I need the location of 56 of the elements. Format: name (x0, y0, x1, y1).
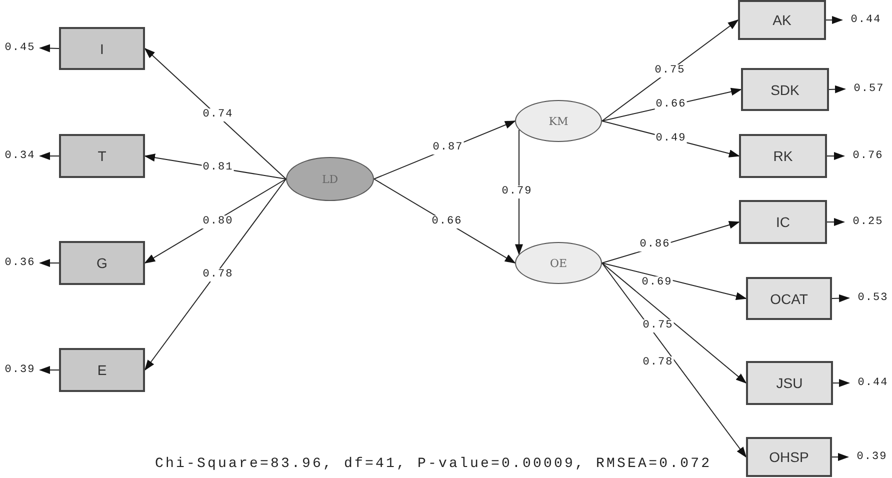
path-arrow (826, 16, 843, 24)
path-arrow (602, 262, 747, 300)
path-coefficient: 0.78 (202, 268, 234, 282)
path-arrow (144, 178, 286, 371)
error-variance-label: 0.39 (852, 450, 892, 464)
latent-variable-ellipse: KM (515, 100, 602, 142)
observed-variable-box: E (59, 348, 145, 392)
observed-variable-box: AK (738, 0, 826, 40)
path-coefficient: 0.80 (202, 216, 234, 228)
path-arrow (832, 294, 850, 302)
path-coefficient: 0.66 (654, 98, 688, 112)
path-arrow (602, 262, 747, 384)
path-arrow (602, 19, 739, 122)
path-coefficient: 0.74 (202, 108, 234, 122)
path-coefficient: 0.66 (430, 216, 464, 228)
error-variance-label: 0.45 (2, 41, 38, 55)
observed-variable-box: OHSP (746, 437, 832, 477)
observed-variable-box: RK (739, 134, 827, 178)
observed-variable-box: OCAT (746, 277, 832, 320)
path-arrow (826, 218, 845, 226)
error-variance-label: 0.76 (848, 149, 888, 163)
error-variance-label: 0.36 (2, 256, 38, 270)
observed-variable-box: G (59, 241, 145, 285)
observed-variable-box: SDK (741, 68, 829, 111)
path-arrow (602, 262, 747, 458)
path-coefficient: 0.86 (638, 238, 672, 252)
error-variance-label: 0.57 (849, 82, 889, 96)
latent-variable-ellipse: LD (286, 157, 374, 201)
path-arrow (826, 152, 845, 160)
observed-variable-box: I (59, 27, 145, 70)
error-variance-label: 0.25 (848, 215, 888, 229)
error-variance-label: 0.39 (2, 363, 38, 377)
path-arrow (39, 44, 60, 52)
observed-variable-box: T (59, 134, 145, 178)
latent-variable-ellipse: OE (515, 242, 602, 284)
fit-statistics-note: Chi-Square=83.96, df=41, P-value=0.00009, RMSEA=0.072 (155, 456, 712, 472)
error-variance-label: 0.44 (853, 376, 892, 390)
path-arrow (832, 453, 849, 461)
error-variance-label: 0.53 (853, 291, 892, 305)
error-variance-label: 0.44 (846, 13, 886, 27)
path-arrow (39, 366, 60, 374)
path-coefficient: 0.81 (202, 162, 234, 174)
path-coefficient: 0.87 (432, 142, 464, 154)
path-coefficient: 0.79 (500, 186, 534, 198)
path-coefficient: 0.75 (654, 64, 686, 78)
path-arrow (828, 85, 846, 94)
observed-variable-box: JSU (746, 361, 833, 405)
error-variance-label: 0.34 (2, 149, 38, 163)
path-arrow (832, 379, 850, 387)
path-arrow (39, 152, 60, 160)
path-coefficient: 0.49 (654, 132, 688, 146)
path-arrow (39, 259, 60, 267)
path-arrow (144, 48, 286, 180)
observed-variable-box: IC (739, 200, 827, 244)
path-coefficient: 0.75 (642, 320, 674, 332)
path-arrow (515, 129, 523, 256)
